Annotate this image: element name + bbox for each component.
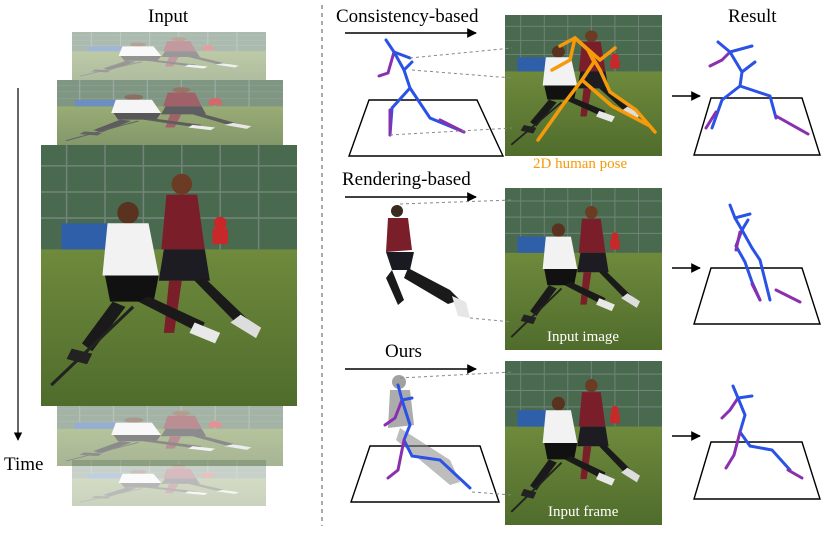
ours-correspondence-lines [399, 371, 513, 496]
rendering-label: Rendering-based [342, 169, 471, 190]
rendering-photo: Input image [504, 187, 663, 351]
result-skeleton-2 [693, 203, 821, 325]
input-frame-back-2 [70, 30, 268, 82]
result-skeleton-3 [693, 384, 821, 500]
rendering-person-render [386, 205, 470, 318]
ground-plane-icon [350, 445, 500, 503]
ground-plane-icon [348, 99, 505, 157]
input-frame-back-1 [55, 78, 285, 148]
consistency-correspondence-lines [389, 47, 513, 136]
consistency-photo: 2D human pose [504, 14, 663, 172]
input-frame-after-1 [55, 402, 285, 468]
input-frame-main [39, 143, 299, 408]
input-label: Input [148, 6, 189, 27]
ours-skeleton-3d-icon [350, 375, 500, 503]
result-skeleton-1 [693, 40, 821, 156]
result-label: Result [728, 6, 777, 27]
ours-label: Ours [385, 341, 422, 362]
input-frame-stack [39, 30, 299, 508]
time-label: Time [4, 454, 44, 475]
ground-plane-icon [693, 441, 821, 500]
consistency-skeleton-3d-icon [348, 38, 505, 157]
pose-2d-caption: 2D human pose [533, 156, 627, 172]
consistency-label: Consistency-based [336, 6, 479, 27]
ours-photo: Input frame [504, 360, 663, 526]
rendering-correspondence-lines [399, 199, 513, 323]
ground-plane-icon [693, 267, 821, 325]
pose-2d-overlay [536, 35, 657, 142]
input-image-caption: Input image [547, 329, 619, 345]
input-frame-caption: Input frame [548, 504, 619, 520]
input-frame-after-2 [70, 458, 268, 508]
